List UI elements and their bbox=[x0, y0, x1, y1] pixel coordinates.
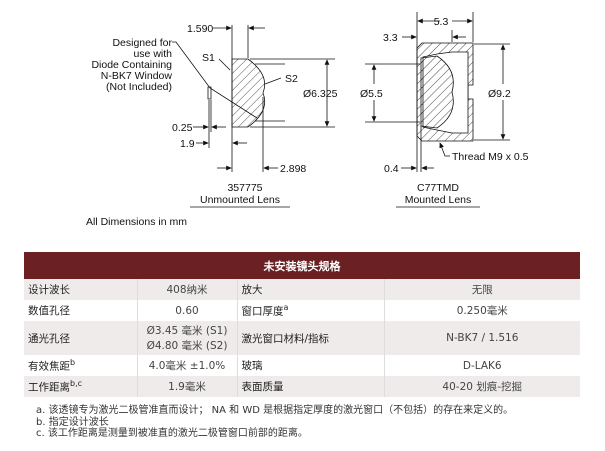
table-row: 设计波长 408纳米 放大 无限 bbox=[24, 279, 580, 300]
part-number-357775: 357775 bbox=[227, 182, 262, 194]
spec-value: 4.0毫米 ±1.0% bbox=[137, 355, 238, 376]
dim-2898: 2.898 bbox=[280, 163, 306, 175]
unmounted-lens-shape bbox=[231, 58, 266, 128]
spec-value: 408纳米 bbox=[137, 279, 238, 300]
footnote-ref: a bbox=[283, 302, 289, 312]
spec-key: 玻璃 bbox=[237, 355, 385, 376]
dim-04: 0.4 bbox=[384, 163, 399, 175]
dim-19: 1.9 bbox=[180, 138, 195, 150]
window-note-line: Diode Containing bbox=[91, 59, 172, 71]
spec-key: 放大 bbox=[237, 279, 385, 300]
spec-value: 40-20 划痕-挖掘 bbox=[384, 376, 580, 397]
spec-key: 表面质量 bbox=[237, 376, 385, 397]
spec-key-text: 工作距离 bbox=[28, 381, 70, 394]
spec-value: 0.60 bbox=[137, 300, 238, 321]
caption-unmounted: Unmounted Lens bbox=[200, 194, 280, 206]
diode-window bbox=[207, 86, 212, 100]
table-row: 工作距离b,c 1.9毫米 表面质量 40-20 划痕-挖掘 bbox=[24, 376, 580, 397]
window-note-line: N-BK7 Window bbox=[101, 70, 173, 82]
dim-dia-6325: Ø6.325 bbox=[303, 88, 338, 100]
table-row: 通光孔径 Ø3.45 毫米 (S1) Ø4.80 毫米 (S2) 激光窗口材料/指… bbox=[24, 321, 580, 355]
table-row: 数值孔径 0.60 窗口厚度a 0.250毫米 bbox=[24, 300, 580, 321]
label-s2: S2 bbox=[285, 73, 298, 85]
window-note-line: Designed for bbox=[112, 37, 172, 49]
spec-key: 设计波长 bbox=[24, 279, 138, 300]
footnotes: a. 该透镜专为激光二极管准直而设计； NA 和 WD 是根据指定厚度的激光窗口… bbox=[36, 405, 513, 440]
spec-value: N-BK7 / 1.516 bbox=[384, 321, 580, 355]
dim-025: 0.25 bbox=[172, 122, 193, 134]
mounted-lens-element bbox=[420, 55, 454, 129]
spec-table-title: 未安装镜头规格 bbox=[24, 252, 580, 279]
spec-key: 窗口厚度a bbox=[237, 300, 385, 321]
part-number-c77tmd: C77TMD bbox=[417, 182, 459, 194]
spec-table: 未安装镜头规格 设计波长 408纳米 放大 无限 数值孔径 0.60 窗口厚度a… bbox=[24, 252, 580, 397]
spec-key-text: 有效焦距 bbox=[28, 360, 70, 373]
lens-drawing: Designed for use with Diode Containing N… bbox=[86, 12, 529, 228]
window-note-line: (Not Included) bbox=[106, 81, 172, 93]
footnote-c: c. 该工作距离是测量到被准直的激光二极管窗口前部的距离。 bbox=[36, 428, 308, 439]
caption-mounted: Mounted Lens bbox=[405, 194, 472, 206]
dim-33: 3.3 bbox=[383, 32, 398, 44]
spec-value: 1.9毫米 bbox=[137, 376, 238, 397]
dim-53: 5.3 bbox=[434, 16, 449, 28]
footnote-b: b. 指定设计波长 bbox=[36, 416, 109, 428]
spec-value: 无限 bbox=[384, 279, 580, 300]
spec-value: 0.250毫米 bbox=[384, 300, 580, 321]
all-dimensions-note: All Dimensions in mm bbox=[86, 216, 187, 228]
footnote-ref: b bbox=[70, 357, 76, 367]
clear-aperture-s1: Ø3.45 毫米 (S1) bbox=[146, 325, 228, 337]
footnote-ref: b,c bbox=[70, 378, 83, 388]
table-row: 有效焦距b 4.0毫米 ±1.0% 玻璃 D-LAK6 bbox=[24, 355, 580, 376]
spec-key-text: 窗口厚度 bbox=[241, 305, 284, 318]
dim-dia-55: Ø5.5 bbox=[360, 88, 383, 100]
label-s1: S1 bbox=[202, 52, 215, 64]
spec-key: 工作距离b,c bbox=[24, 376, 138, 397]
dim-1590: 1.590 bbox=[187, 23, 213, 35]
window-note-line: use with bbox=[133, 48, 172, 60]
spec-key: 激光窗口材料/指标 bbox=[237, 321, 385, 355]
spec-value: D-LAK6 bbox=[384, 355, 580, 376]
spec-key: 数值孔径 bbox=[24, 300, 138, 321]
dim-dia-92: Ø9.2 bbox=[488, 88, 511, 100]
spec-value: Ø3.45 毫米 (S1) Ø4.80 毫米 (S2) bbox=[137, 321, 238, 355]
clear-aperture-s2: Ø4.80 毫米 (S2) bbox=[146, 340, 228, 352]
spec-key: 通光孔径 bbox=[24, 321, 138, 355]
footnote-a: a. 该透镜专为激光二极管准直而设计； NA 和 WD 是根据指定厚度的激光窗口… bbox=[36, 405, 514, 416]
thread-label: Thread M9 x 0.5 bbox=[452, 151, 529, 163]
spec-key: 有效焦距b bbox=[24, 355, 138, 376]
